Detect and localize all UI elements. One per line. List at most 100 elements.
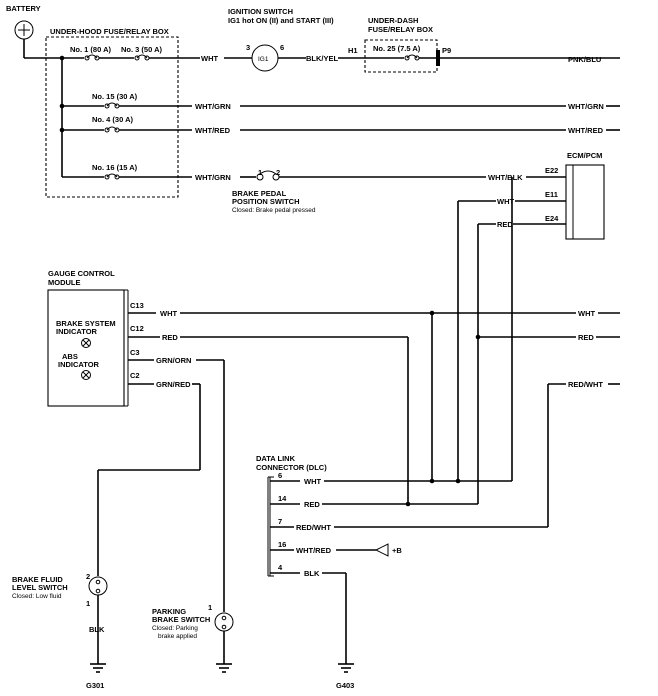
- fuse-3-symbol: [136, 54, 148, 59]
- gcm-box: [47, 289, 125, 407]
- ecm-title: ECM/PCM: [567, 151, 602, 160]
- pbs-condition-1: Closed: Parking: [152, 625, 198, 632]
- ground-g403-icon: [338, 663, 354, 673]
- wire-wht-red-2: WHT/RED: [568, 126, 604, 135]
- fuse-3-label: No. 3 (50 A): [121, 45, 162, 54]
- ecm-box: [565, 164, 605, 240]
- pbs-pin-1: 1: [208, 603, 212, 612]
- wire-red-wht-dlc: RED/WHT: [296, 523, 331, 532]
- gcm-title-1: GAUGE CONTROL: [48, 269, 115, 278]
- ignition-pin-3: 3: [246, 43, 250, 52]
- fuse-16-symbol: [106, 173, 118, 178]
- pbs-title-1: PARKING: [152, 607, 186, 616]
- power-arrow-icon: [374, 543, 389, 557]
- fuse-15-symbol: [106, 102, 118, 107]
- wire-red-dlc: RED: [304, 500, 320, 509]
- ignition-switch-subtitle: IG1 hot ON (II) and START (III): [228, 16, 334, 25]
- wire-wht-red-dlc: WHT/RED: [296, 546, 332, 555]
- wire-wht-red-1: WHT/RED: [195, 126, 231, 135]
- wire-wht-c13: WHT: [160, 309, 177, 318]
- under-hood-fuse-box: UNDER-HOOD FUSE/RELAY BOX No. 1 (80 A) N…: [24, 27, 200, 198]
- grounds: G301 G403: [86, 663, 354, 690]
- wire-wht-dlc: WHT: [304, 477, 321, 486]
- ecm-pin-e22: E22: [545, 166, 558, 175]
- fuse-25-label: No. 25 (7.5 A): [373, 44, 421, 53]
- wire-blk-dlc: BLK: [304, 569, 320, 578]
- ignition-switch-title: IGNITION SWITCH: [228, 7, 293, 16]
- wire-wht-blk: WHT/BLK: [488, 173, 523, 182]
- wire-wht-grn-3: WHT/GRN: [195, 173, 231, 182]
- under-dash-fuse-box: UNDER-DASH FUSE/RELAY BOX No. 25 (7.5 A)…: [348, 16, 620, 73]
- under-dash-title-2: FUSE/RELAY BOX: [368, 25, 433, 34]
- wire-red-right: RED: [578, 333, 594, 342]
- wire-red-c12: RED: [162, 333, 178, 342]
- dlc-pin-7: 7: [278, 517, 282, 526]
- bfl-pin-2: 2: [86, 572, 90, 581]
- fuse-25-symbol: [406, 54, 418, 59]
- ground-g301-label: G301: [86, 681, 104, 690]
- wire-grn-orn: GRN/ORN: [156, 356, 191, 365]
- wire-wht-grn-1: WHT/GRN: [195, 102, 231, 111]
- gcm-title-2: MODULE: [48, 278, 81, 287]
- ground-chassis-icon: [216, 663, 232, 673]
- bfl-condition: Closed: Low fluid: [12, 593, 62, 600]
- power-b-label: +B: [392, 546, 402, 555]
- wire-pnk-blu: PNK/BLU: [568, 55, 601, 64]
- brake-fluid-level-switch: 2 1 BRAKE FLUID LEVEL SWITCH Closed: Low…: [12, 572, 108, 664]
- fuse-box-title: UNDER-HOOD FUSE/RELAY BOX: [50, 27, 169, 36]
- gcm-pin-c2: C2: [130, 371, 140, 380]
- fuse-4-symbol: [106, 126, 118, 131]
- wire-wht-right: WHT: [578, 309, 595, 318]
- under-dash-title-1: UNDER-DASH: [368, 16, 418, 25]
- wire-red-ecm: RED: [497, 220, 513, 229]
- parking-brake-switch: 1 PARKING BRAKE SWITCH Closed: Parking b…: [152, 603, 234, 664]
- battery: BATTERY: [6, 4, 41, 58]
- dlc-title-1: DATA LINK: [256, 454, 296, 463]
- pbs-title-2: BRAKE SWITCH: [152, 615, 210, 624]
- fuse-1-symbol: [86, 54, 98, 59]
- gcm-pin-c12: C12: [130, 324, 144, 333]
- wire-wht-1: WHT: [201, 54, 218, 63]
- bpp-title-1: BRAKE PEDAL: [232, 189, 287, 198]
- wire-blk-bfl: BLK: [89, 625, 105, 634]
- brake-indicator-lamp-icon: [81, 338, 91, 348]
- ecm-pin-e11: E11: [545, 190, 558, 199]
- gauge-control-module: GAUGE CONTROL MODULE BRAKE SYSTEM INDICA…: [47, 269, 620, 612]
- bpp-pin-1: 1: [258, 168, 262, 177]
- brake-pedal-switch: 1 2 WHT/BLK BRAKE PEDAL POSITION SWITCH …: [232, 168, 566, 214]
- fuse-16-label: No. 16 (15 A): [92, 163, 138, 172]
- connector-h1: H1: [348, 46, 358, 55]
- bpp-title-2: POSITION SWITCH: [232, 197, 300, 206]
- abs-indicator-lamp-icon: [81, 370, 91, 380]
- dlc-pin-16: 16: [278, 540, 286, 549]
- wire-red-wht-right: RED/WHT: [568, 380, 603, 389]
- pbs-condition-2: brake applied: [158, 633, 197, 640]
- dlc-pin-14: 14: [278, 494, 287, 503]
- gcm-pin-c3: C3: [130, 348, 140, 357]
- ground-g301-icon: [90, 663, 106, 673]
- fuse-1-label: No. 1 (80 A): [70, 45, 111, 54]
- fuse-box-outline: [45, 36, 179, 198]
- brake-indicator-1: BRAKE SYSTEM: [56, 319, 116, 328]
- ecm-pin-e24: E24: [545, 214, 559, 223]
- abs-indicator-2: INDICATOR: [58, 360, 100, 369]
- wire-blk-yel: BLK/YEL: [306, 54, 339, 63]
- bus-wires: [429, 177, 549, 527]
- ignition-pin-6: 6: [280, 43, 284, 52]
- dlc-title-2: CONNECTOR (DLC): [256, 463, 327, 472]
- data-link-connector: DATA LINK CONNECTOR (DLC) 6 WHT 14 RED 7…: [256, 454, 548, 664]
- bfl-pin-1: 1: [86, 599, 90, 608]
- bpp-switch-symbol: [259, 170, 277, 175]
- ignition-ig1-label: IG1: [258, 56, 269, 63]
- fuse-feed-wires: WHT/GRN WHT/GRN WHT/RED WHT/RED WHT/GRN: [195, 102, 620, 182]
- gcm-pin-c13: C13: [130, 301, 144, 310]
- fuse-15-label: No. 15 (30 A): [92, 92, 138, 101]
- bpp-pin-2: 2: [276, 168, 280, 177]
- ignition-switch: IGNITION SWITCH IG1 hot ON (II) and STAR…: [201, 7, 404, 72]
- brake-indicator-2: INDICATOR: [56, 327, 98, 336]
- connector-p9: P9: [442, 46, 451, 55]
- wire-grn-red: GRN/RED: [156, 380, 191, 389]
- ground-g403-label: G403: [336, 681, 354, 690]
